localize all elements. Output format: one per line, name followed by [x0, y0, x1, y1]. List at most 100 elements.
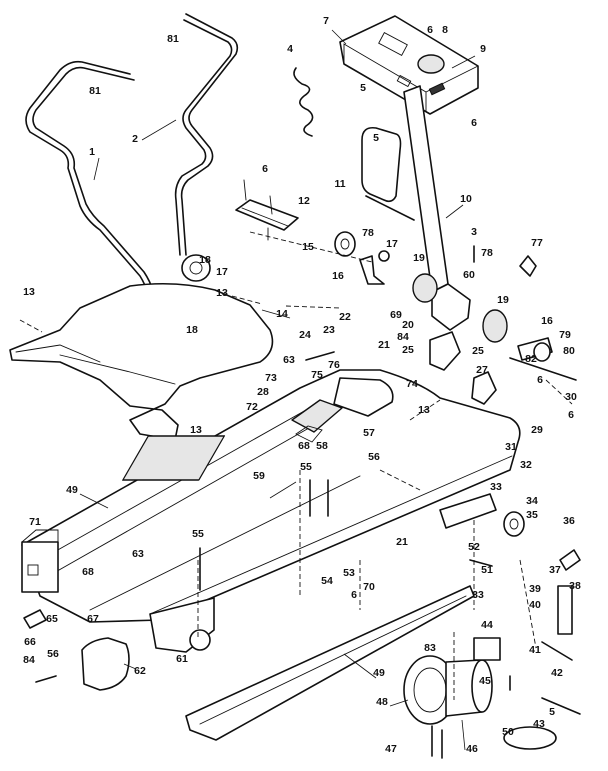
- motor-hood: [9, 282, 274, 441]
- part-label-46: 46: [466, 743, 478, 755]
- console: [339, 15, 479, 115]
- part-label-6: 6: [262, 163, 268, 175]
- part-label-45: 45: [479, 675, 491, 687]
- part-label-57: 57: [363, 427, 375, 439]
- part-label-19: 19: [413, 252, 425, 264]
- part-label-47: 47: [385, 743, 397, 755]
- part-label-33: 33: [490, 481, 502, 493]
- part-label-69: 69: [390, 309, 402, 321]
- part-label-82: 82: [525, 353, 537, 365]
- motor: [403, 637, 501, 725]
- part-label-49: 49: [66, 484, 78, 496]
- leader-lines: [79, 29, 476, 751]
- part-label-63: 63: [132, 548, 144, 560]
- part-label-80: 80: [563, 345, 575, 357]
- part-label-62: 62: [134, 665, 146, 677]
- part-label-52: 52: [468, 541, 480, 553]
- part-label-40: 40: [529, 599, 541, 611]
- part-label-7: 7: [323, 15, 329, 27]
- part-label-78: 78: [362, 227, 374, 239]
- part-label-5: 5: [360, 82, 366, 94]
- part-label-9: 9: [480, 43, 486, 55]
- part-label-21: 21: [396, 536, 408, 548]
- part-label-68: 68: [82, 566, 94, 578]
- part-label-6: 6: [568, 409, 574, 421]
- part-label-6: 6: [537, 374, 543, 386]
- part-label-75: 75: [311, 369, 323, 381]
- part-label-32: 32: [520, 459, 532, 471]
- part-label-11: 11: [334, 178, 345, 190]
- part-label-50: 50: [502, 726, 514, 738]
- part-label-44: 44: [481, 619, 493, 631]
- part-label-5: 5: [373, 132, 379, 144]
- part-label-37: 37: [549, 564, 561, 576]
- part-label-61: 61: [176, 653, 188, 665]
- part-label-18: 18: [199, 254, 211, 266]
- part-label-53: 53: [343, 567, 355, 579]
- part-label-70: 70: [363, 581, 375, 593]
- part-label-23: 23: [323, 324, 335, 336]
- elevation-parts: [503, 549, 581, 750]
- part-label-56: 56: [368, 451, 380, 463]
- part-label-34: 34: [526, 495, 538, 507]
- part-label-1: 1: [89, 146, 95, 158]
- part-label-5: 5: [549, 706, 555, 718]
- part-label-14: 14: [276, 308, 288, 320]
- part-label-77: 77: [531, 237, 543, 249]
- part-label-68: 68: [298, 440, 310, 452]
- part-label-12: 12: [298, 195, 310, 207]
- part-label-84: 84: [23, 654, 35, 666]
- part-label-56: 56: [47, 648, 59, 660]
- part-label-84: 84: [397, 331, 409, 343]
- part-label-49: 49: [373, 667, 385, 679]
- part-label-8: 8: [442, 24, 448, 36]
- part-label-13: 13: [216, 287, 228, 299]
- part-label-18: 18: [186, 324, 198, 336]
- part-label-22: 22: [339, 311, 351, 323]
- part-label-43: 43: [533, 718, 545, 730]
- part-label-24: 24: [299, 329, 311, 341]
- part-label-19: 19: [497, 294, 509, 306]
- part-label-21: 21: [378, 339, 390, 351]
- part-label-63: 63: [283, 354, 295, 366]
- part-label-54: 54: [321, 575, 333, 587]
- part-label-13: 13: [190, 424, 202, 436]
- part-label-81: 81: [167, 33, 179, 45]
- part-label-72: 72: [246, 401, 258, 413]
- part-label-6: 6: [471, 117, 477, 129]
- part-label-15: 15: [302, 241, 314, 253]
- part-label-65: 65: [46, 613, 58, 625]
- part-label-67: 67: [87, 613, 99, 625]
- part-label-17: 17: [386, 238, 398, 250]
- part-label-66: 66: [24, 636, 36, 648]
- part-label-16: 16: [541, 315, 553, 327]
- part-label-51: 51: [481, 564, 493, 576]
- part-label-55: 55: [300, 461, 312, 473]
- part-label-39: 39: [529, 583, 541, 595]
- part-label-20: 20: [402, 319, 414, 331]
- part-label-3: 3: [471, 226, 477, 238]
- handrail-right: [174, 13, 239, 282]
- part-label-28: 28: [257, 386, 269, 398]
- part-label-29: 29: [531, 424, 543, 436]
- part-label-41: 41: [529, 644, 541, 656]
- treadmill-frame: [21, 331, 521, 623]
- part-label-6: 6: [351, 589, 357, 601]
- part-label-17: 17: [216, 266, 228, 278]
- part-label-55: 55: [192, 528, 204, 540]
- part-label-16: 16: [332, 270, 344, 282]
- part-label-38: 38: [569, 580, 581, 592]
- part-label-30: 30: [565, 391, 577, 403]
- part-label-25: 25: [472, 345, 484, 357]
- part-label-58: 58: [316, 440, 328, 452]
- part-label-71: 71: [29, 516, 41, 528]
- rear-roller-parts: [439, 493, 525, 537]
- part-label-36: 36: [563, 515, 575, 527]
- part-label-13: 13: [23, 286, 35, 298]
- part-label-79: 79: [559, 329, 571, 341]
- part-label-25: 25: [402, 344, 414, 356]
- upright: [361, 85, 471, 331]
- part-label-83: 83: [424, 642, 436, 654]
- assembly-lines: [19, 231, 573, 700]
